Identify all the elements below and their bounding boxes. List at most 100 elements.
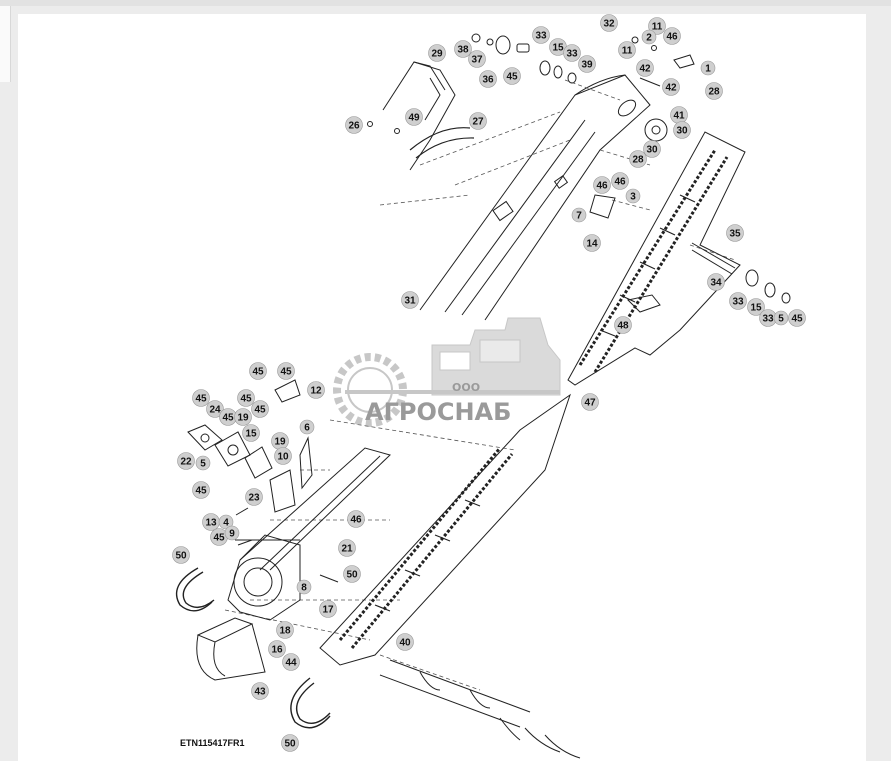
callout-label: 18 — [279, 626, 291, 637]
callout-marker: 40 — [396, 633, 414, 651]
callout-label: 43 — [254, 687, 266, 698]
callout-label: 19 — [274, 437, 286, 448]
callout-marker: 45 — [210, 528, 228, 546]
callout-marker: 39 — [578, 55, 596, 73]
callout-label: 15 — [750, 303, 762, 314]
band-50-bottom — [290, 677, 331, 729]
callout-label: 3 — [630, 192, 636, 203]
callout-marker: 45 — [251, 400, 269, 418]
callout-circle — [345, 116, 363, 134]
callout-marker: 41 — [670, 106, 688, 124]
callout-label: 14 — [586, 239, 598, 250]
callout-marker: 38 — [454, 40, 472, 58]
callout-label: 50 — [284, 739, 296, 750]
callout-marker: 47 — [581, 393, 599, 411]
callout-label: 36 — [482, 75, 494, 86]
callout-label: 9 — [229, 529, 235, 540]
callout-label: 37 — [471, 55, 483, 66]
callout-circle — [281, 734, 299, 752]
callout-marker: 26 — [345, 116, 363, 134]
callout-marker: 16 — [268, 640, 286, 658]
callout-marker: 50 — [172, 546, 190, 564]
callout-label: 8 — [301, 583, 307, 594]
callout-circle — [571, 207, 587, 223]
callout-circle — [707, 273, 725, 291]
callout-circle — [319, 600, 337, 618]
callout-circle — [611, 172, 629, 190]
callout-circle — [282, 653, 300, 671]
callout-marker: 28 — [705, 82, 723, 100]
watermark-prefix: ООО — [452, 381, 480, 394]
callout-marker: 46 — [347, 510, 365, 528]
callout-circle — [307, 381, 325, 399]
callout-marker: 46 — [663, 27, 681, 45]
callout-marker: 45 — [219, 408, 237, 426]
callout-circle — [747, 298, 765, 316]
callout-circle — [237, 389, 255, 407]
callout-circle — [629, 150, 647, 168]
callout-label: 45 — [240, 394, 252, 405]
callout-marker: 48 — [614, 316, 632, 334]
callout-marker: 46 — [611, 172, 629, 190]
callout-marker: 45 — [237, 389, 255, 407]
callout-label: 30 — [676, 126, 688, 137]
callout-circle — [673, 121, 691, 139]
callout-marker: 50 — [281, 734, 299, 752]
callout-label: 28 — [632, 155, 644, 166]
callout-label: 11 — [622, 46, 633, 57]
callout-label: 48 — [617, 321, 629, 332]
callout-label: 17 — [322, 605, 334, 616]
callout-label: 31 — [404, 296, 416, 307]
callout-circle — [729, 292, 747, 310]
callout-label: 13 — [205, 518, 217, 529]
callout-marker: 28 — [629, 150, 647, 168]
top-strip — [0, 0, 891, 6]
chain-panel-upper — [567, 131, 746, 386]
callout-circle — [643, 140, 661, 158]
callout-label: 39 — [581, 60, 593, 71]
callout-marker: 31 — [401, 291, 419, 309]
callout-label: 12 — [310, 386, 322, 397]
callout-label: 38 — [457, 45, 469, 56]
callout-circle — [468, 50, 486, 68]
callout-circle — [788, 309, 806, 327]
lower-housing — [227, 447, 391, 621]
callout-marker: 30 — [643, 140, 661, 158]
callout-marker: 10 — [274, 447, 292, 465]
callout-label: 41 — [673, 111, 685, 122]
callout-label: 21 — [341, 544, 353, 555]
callout-circle — [593, 176, 611, 194]
callout-marker: 11 — [648, 17, 666, 35]
callout-marker: 44 — [282, 653, 300, 671]
figure-code: ETN115417FR1 — [180, 738, 245, 748]
callout-marker: 17 — [319, 600, 337, 618]
callout-label: 45 — [213, 533, 225, 544]
callout-circle — [242, 424, 260, 442]
callout-circle — [578, 55, 596, 73]
callout-circle — [268, 640, 286, 658]
callout-label: 22 — [180, 457, 192, 468]
callout-circle — [206, 400, 224, 418]
plate-7 — [589, 194, 616, 219]
callout-label: 5 — [200, 459, 206, 470]
callout-circle — [469, 112, 487, 130]
callout-marker: 15 — [242, 424, 260, 442]
callout-label: 33 — [535, 31, 547, 42]
side-tab[interactable] — [0, 6, 11, 82]
sprocket-shaft-34 — [691, 242, 791, 304]
callout-marker: 43 — [251, 682, 269, 700]
callout-marker: 6 — [299, 419, 315, 435]
callout-label: 24 — [209, 405, 221, 416]
callout-marker: 34 — [707, 273, 725, 291]
callout-circle — [428, 44, 446, 62]
callout-label: 15 — [552, 43, 564, 54]
callout-marker: 21 — [338, 539, 356, 557]
callout-marker: 50 — [343, 565, 361, 583]
callout-circle — [773, 310, 789, 326]
callout-marker: 36 — [479, 70, 497, 88]
callout-circle — [636, 59, 654, 77]
callout-circle — [662, 78, 680, 96]
callout-circle — [396, 633, 414, 651]
